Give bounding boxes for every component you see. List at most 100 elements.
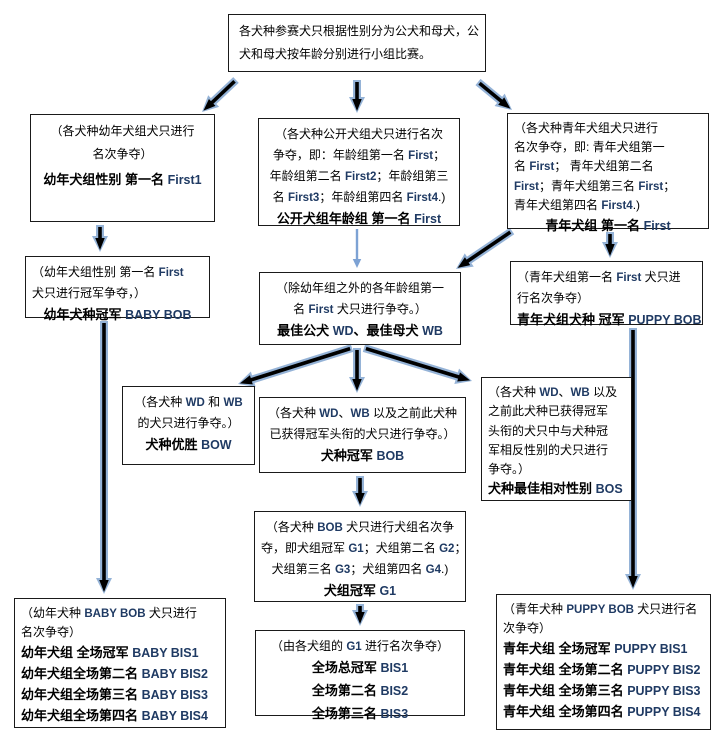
text-line: 幼年犬组 全场冠军 BABY BIS1 (21, 644, 199, 660)
text-line: 军相反性别的犬只进行 (488, 442, 609, 457)
latin-token: PUPPY BOB (566, 604, 634, 616)
latin-token: WB (570, 387, 590, 399)
text-line: 名次争夺，即: 青年犬组第一 (514, 140, 665, 155)
latin-token: BIS2 (380, 683, 409, 698)
latin-token: G3 (334, 564, 351, 577)
node-puppy-bis: （青年犬种 PUPPY BOB 犬只进行名次争夺）青年犬组 全场冠军 PUPPY… (496, 594, 711, 730)
arrow (249, 346, 351, 382)
text-line: 青年犬组 全场第三名 PUPPY BIS3 (503, 682, 701, 698)
latin-token: G1 (379, 584, 397, 599)
text-line: 争夺，即：年龄组第一名 First； (272, 148, 446, 162)
latin-token: WD (539, 387, 559, 399)
text-line: 全场总冠军 BIS1 (311, 660, 409, 676)
node-baby-bis: （幼年犬种 BABY BOB 犬只进行名次争夺） 幼年犬组 全场冠军 BABY B… (14, 598, 226, 728)
text-line: 争夺。） (488, 461, 531, 476)
latin-token: WB (223, 397, 243, 409)
arrow (209, 80, 236, 105)
latin-token: First (529, 161, 555, 174)
text-line: 犬组冠军 G1 (323, 583, 397, 599)
latin-token: First4 (406, 192, 439, 205)
node-baby-group-first: （各犬种幼年犬组犬只进行名次争夺）幼年犬组性别 第一名 First1 (30, 114, 215, 222)
latin-token: WB (350, 408, 370, 420)
text-line: 夺，即犬组冠军 G1；犬组第二名 G2； (261, 541, 467, 556)
latin-token: WD (319, 408, 339, 420)
latin-token: PUPPY BIS4 (627, 704, 701, 719)
text-line: 名次争夺） (92, 147, 153, 162)
latin-token: PUPPY BIS3 (627, 683, 701, 698)
text-line: First；青年犬组第三名 First； (514, 178, 676, 193)
text-line: 各犬种参赛犬只根据性别分为公犬和母犬，公 (239, 24, 480, 38)
text-line: 的犬只进行争夺。） (137, 416, 240, 431)
text-line: 公开犬组年龄组 第一名 First (276, 211, 442, 227)
text-line: 年龄组第二名 First2；年龄组第三 (269, 169, 449, 184)
text-line: （青年犬种 PUPPY BOB 犬只进行名 (503, 602, 698, 616)
latin-token: BOS (595, 482, 623, 497)
latin-token: PUPPY BIS1 (614, 641, 688, 656)
text-line: 青年犬组犬种 冠军 PUPPY BOB (517, 312, 702, 328)
latin-token: BOW (201, 438, 232, 453)
latin-token: G1 (346, 641, 362, 653)
text-line: 已获得冠军头衔的犬只进行争夺。） (269, 427, 456, 442)
latin-token: First3 (287, 192, 320, 205)
latin-token: BOB (317, 522, 343, 534)
latin-token: G1 (348, 543, 364, 556)
arrow (352, 379, 362, 391)
latin-token: First (616, 272, 642, 284)
latin-token: First4 (601, 200, 633, 213)
text-line: （幼年犬组性别 第一名 First (32, 265, 184, 279)
text-line: 最佳公犬 WD、最佳母犬 WB (277, 323, 443, 339)
arrow (355, 612, 365, 624)
text-line: 名次争夺） (21, 625, 82, 640)
latin-token: BABY BIS2 (141, 666, 208, 681)
text-line: 幼年犬种冠军 BABY BOB (43, 307, 192, 323)
node-entry-rule: 各犬种参赛犬只根据性别分为公犬和母犬，公犬和母犬按年龄分别进行小组比赛。 (228, 14, 486, 72)
latin-token: First (414, 212, 442, 227)
text-line: 幼年犬组全场第三名 BABY BIS3 (21, 686, 208, 702)
arrow (478, 81, 504, 104)
text-line: 犬种最佳相对性别 BOS (488, 481, 623, 497)
text-line: （除幼年组之外的各年龄组第一 (275, 281, 444, 295)
text-line: 青年犬组第四名 First4.) (514, 198, 641, 213)
text-line: （幼年犬种 BABY BOB 犬只进行 (21, 606, 197, 620)
text-line: 次争夺） (503, 621, 552, 636)
latin-token: G4 (425, 564, 442, 577)
latin-token: WD (332, 324, 354, 339)
text-line: 青年犬组 第一名 First (545, 217, 671, 233)
latin-token: First (308, 304, 334, 316)
latin-token: First (514, 180, 539, 193)
arrow (239, 375, 253, 385)
text-line: （各犬种 WD、WB 以及之前此犬种 (267, 406, 458, 420)
text-line: 犬种优胜 BOW (145, 437, 232, 453)
text-line: （各犬种公开犬组犬只进行名次 (274, 127, 443, 141)
arrow (498, 97, 511, 109)
text-line: 青年犬组 全场第二名 PUPPY BIS2 (503, 661, 701, 677)
text-line: 名 First； 青年犬组第二名 (514, 159, 654, 174)
text-line: （各犬种 BOB 犬只进行犬组名次争 (265, 520, 455, 534)
node-bob: （各犬种 WD、WB 以及之前此犬种已获得冠军头衔的犬只进行争夺。）犬种冠军 B… (259, 397, 466, 473)
latin-token: First1 (167, 172, 202, 187)
arrow (352, 259, 362, 268)
text-line: 名 First 犬只进行争夺。） (293, 302, 427, 316)
latin-token: BIS3 (380, 706, 409, 721)
latin-token: First (643, 218, 671, 233)
latin-token: BABY BOB (84, 608, 146, 620)
text-line: （青年犬组第一名 First 犬只进 (517, 270, 681, 284)
latin-token: First (408, 150, 434, 162)
node-wd-wb: （除幼年组之外的各年龄组第一名 First 犬只进行争夺。） 最佳公犬 WD、最佳… (259, 272, 461, 345)
text-line: 名 First3；年龄组第四名 First4.) (272, 190, 446, 205)
latin-token: BIS1 (380, 661, 409, 676)
latin-token: PUPPY BOB (628, 313, 702, 328)
arrow (203, 98, 216, 111)
latin-token: BABY BIS1 (132, 645, 199, 660)
text-line: 头衔的犬只中与犬种冠 (488, 423, 609, 438)
latin-token: WD (185, 397, 205, 409)
latin-token: First (638, 180, 664, 193)
text-line: 犬组第三名 G3；犬组第四名 G4.) (271, 562, 449, 577)
node-puppy-group-first: （各犬种青年犬组犬只进行名次争夺，即: 青年犬组第一名 First； 青年犬组第… (507, 113, 709, 233)
latin-token: First (158, 267, 184, 279)
text-line: 青年犬组 全场第四名 PUPPY BIS4 (503, 703, 701, 719)
text-line: 之前此犬种已获得冠军 (488, 404, 609, 419)
